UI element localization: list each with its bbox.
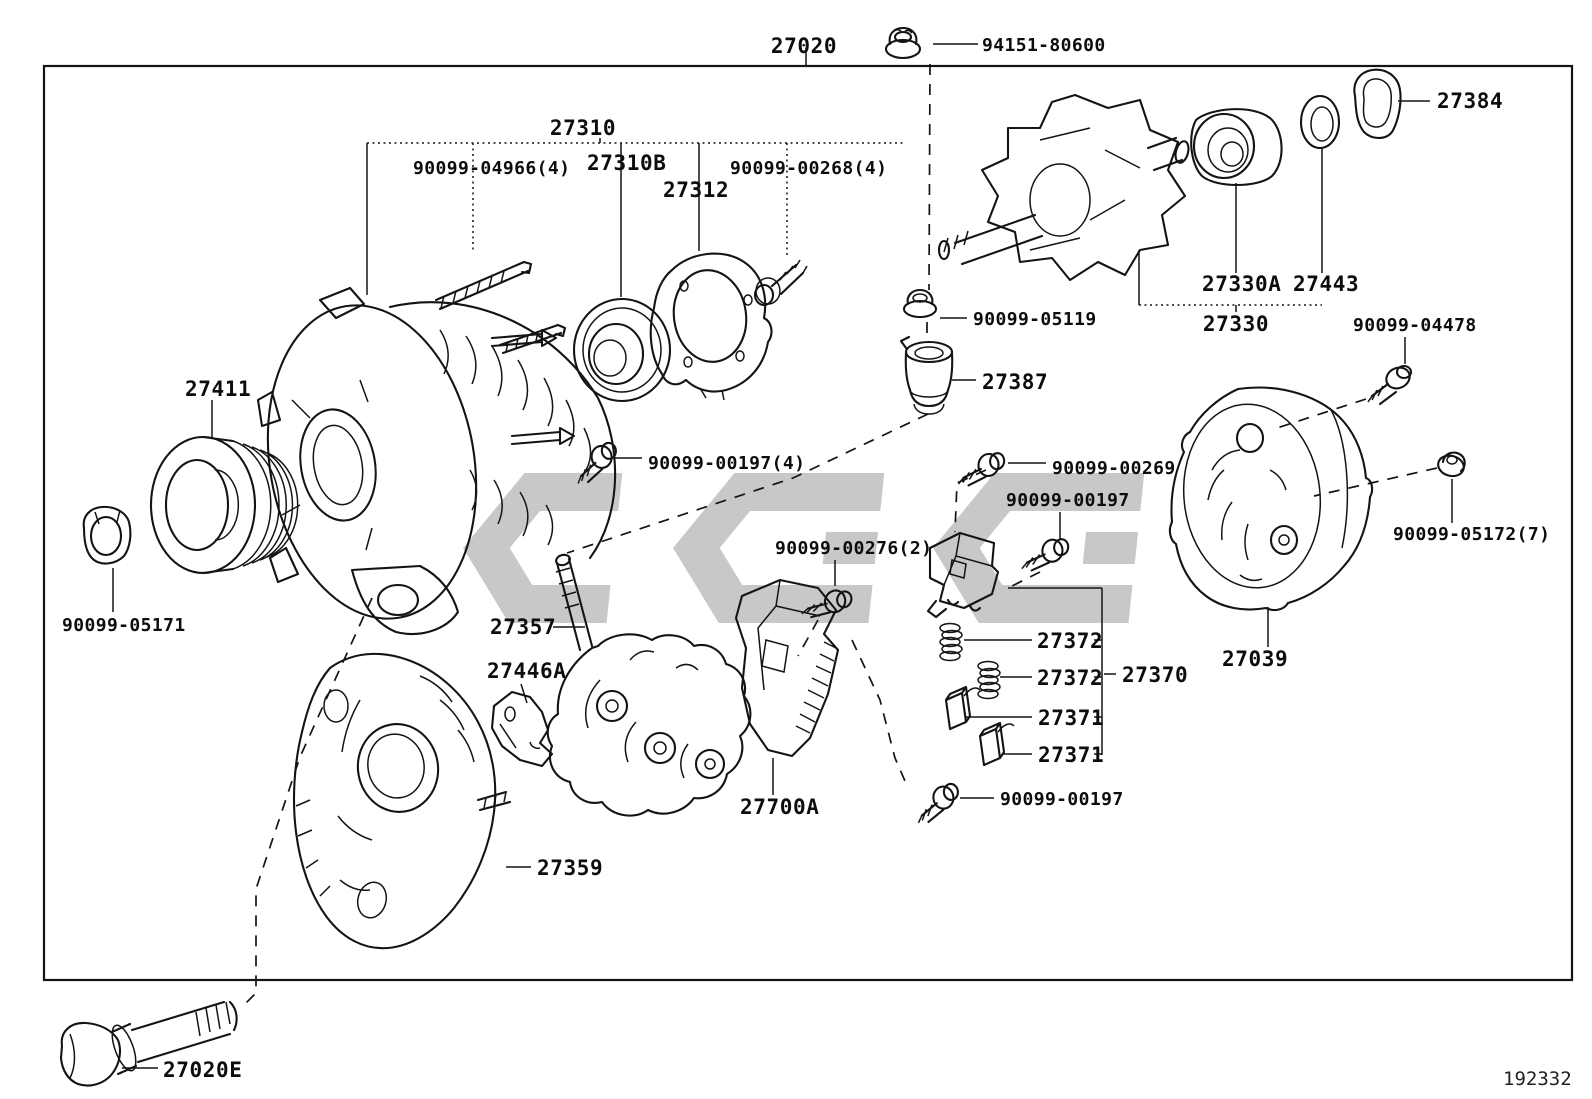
- bracket-drawing: [490, 690, 554, 768]
- label-27411: 27411: [185, 377, 251, 401]
- label-27700a: 27700A: [740, 795, 819, 819]
- label-27371-a: 27371: [1038, 706, 1104, 730]
- label-27312: 27312: [663, 178, 729, 202]
- rear-frame-drawing: [292, 652, 512, 950]
- grommet-drawing: [1353, 68, 1402, 140]
- pulley-nut-drawing: [82, 505, 132, 565]
- label-90099-05172: 90099-05172(7): [1393, 524, 1550, 545]
- screw-00197c-drawing: [914, 782, 962, 824]
- label-27387: 27387: [982, 370, 1048, 394]
- insulator-drawing: [899, 335, 954, 415]
- label-90099-04478: 90099-04478: [1353, 315, 1477, 336]
- brush-holder-drawing: [926, 531, 1000, 619]
- label-90099-00276: 90099-00276(2): [775, 538, 932, 559]
- callout-lines: [112, 43, 1453, 1069]
- rear-cover-drawing: [1168, 386, 1374, 612]
- label-90099-00269: 90099-00269: [1052, 458, 1176, 479]
- slip-ring-drawing: [1299, 94, 1341, 150]
- label-27370: 27370: [1122, 663, 1188, 687]
- label-27357: 27357: [490, 615, 556, 639]
- label-90099-00197-c: 90099-00197: [1000, 789, 1124, 810]
- nut-05119-drawing: [902, 288, 938, 319]
- label-27384: 27384: [1437, 89, 1503, 113]
- label-27310b: 27310B: [587, 151, 666, 175]
- through-bolt-drawing: [59, 1000, 238, 1087]
- drawing-code: 192332: [1503, 1068, 1572, 1090]
- nut-94151-drawing: [884, 26, 922, 60]
- label-27371-b: 27371: [1038, 743, 1104, 767]
- rotor-drawing: [937, 93, 1190, 282]
- brushes-drawing: [944, 685, 1015, 767]
- label-27359: 27359: [537, 856, 603, 880]
- part-labels: 27020 94151-80600 27310 90099-04966(4) 2…: [62, 34, 1572, 1090]
- bolt-04478-drawing: [1367, 364, 1413, 406]
- front-frame-stator-drawing: [256, 286, 617, 636]
- label-27443: 27443: [1293, 272, 1359, 296]
- diagram-border: [42, 64, 1574, 982]
- label-27446a: 27446A: [487, 659, 566, 683]
- label-90099-00197-b: 90099-00197: [1006, 490, 1130, 511]
- pulley-drawing: [149, 435, 299, 575]
- label-27310: 27310: [550, 116, 616, 140]
- rectifier-drawing: [546, 633, 752, 817]
- front-bearing-drawing: [572, 297, 672, 403]
- label-27020e: 27020E: [163, 1058, 242, 1082]
- terminal-stud-drawing: [555, 553, 594, 652]
- bearing-retainer-drawing: [649, 252, 773, 401]
- label-94151-80600: 94151-80600: [982, 35, 1106, 56]
- label-90099-05119: 90099-05119: [973, 309, 1097, 330]
- label-27330: 27330: [1203, 312, 1269, 336]
- screw-00197b-drawing: [1020, 532, 1071, 578]
- label-27330a: 27330A: [1202, 272, 1281, 296]
- label-27372-a: 27372: [1037, 629, 1103, 653]
- regulator-drawing: [734, 578, 840, 758]
- label-27039: 27039: [1222, 647, 1288, 671]
- label-90099-05171: 90099-05171: [62, 615, 186, 636]
- stud-bolts-drawing: [434, 260, 567, 355]
- brush-springs-drawing: [939, 622, 1001, 700]
- label-90099-00268: 90099-00268(4): [730, 158, 887, 179]
- nut-05172-drawing: [1437, 451, 1466, 478]
- bolt-00268-drawing: [753, 259, 808, 307]
- label-90099-00197-4: 90099-00197(4): [648, 453, 805, 474]
- label-27020: 27020: [771, 34, 837, 58]
- watermark-logo: [463, 473, 1145, 623]
- label-27372-b: 27372: [1037, 666, 1103, 690]
- label-90099-04966: 90099-04966(4): [413, 158, 570, 179]
- rear-bearing-drawing: [1190, 108, 1283, 186]
